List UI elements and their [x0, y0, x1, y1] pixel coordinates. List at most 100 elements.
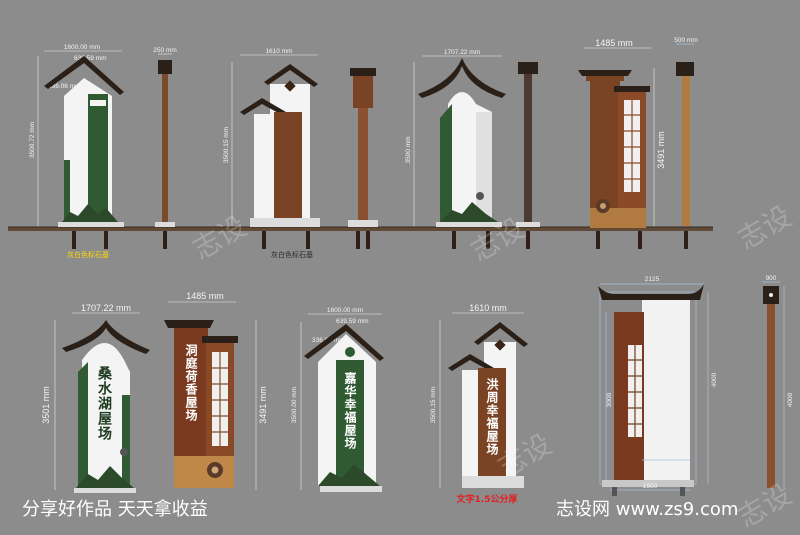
- cloud-ornament: [476, 192, 484, 200]
- top-sign-3: 1707.22 mm 3500 mm: [405, 49, 506, 249]
- inner-dimension: 639.59 mm: [336, 318, 369, 325]
- cap-roof: [578, 70, 632, 76]
- post: [767, 304, 775, 488]
- post-cap: [676, 62, 694, 76]
- curved-roof: [62, 320, 150, 354]
- footing-post: [306, 231, 310, 249]
- bottom-sign-4: 1610 mm 3500.15 mm 洪周幸福屋场 文字1.5公分厚: [430, 303, 528, 505]
- bottom-sign-2: 1485 mm 3491 mm 洞庭荷香屋场: [164, 291, 268, 490]
- width-dimension: 1707.22 mm: [444, 49, 480, 56]
- post-head: [353, 76, 373, 108]
- width-dimension: 1600.00 mm: [64, 44, 100, 51]
- footing-post: [638, 231, 642, 249]
- bottom-sign-1: 1707.22 mm 3501 mm 桑水湖屋场: [41, 303, 150, 493]
- green-strip-left: [78, 362, 88, 488]
- width-dimension: 1610 mm: [469, 303, 507, 313]
- height-dimension: 3491 mm: [258, 386, 268, 424]
- roof: [598, 284, 704, 300]
- footer-site: 志设网 www.zs9.com: [556, 499, 738, 520]
- footing-post: [366, 231, 370, 249]
- roof-dimension: 336.06 mm: [48, 83, 81, 90]
- stone-base: [436, 222, 502, 227]
- footing-leg: [612, 487, 617, 496]
- footing-post: [684, 231, 688, 249]
- roof: [304, 324, 384, 361]
- stone-base: [516, 222, 540, 227]
- white-panel: [82, 343, 130, 488]
- green-strip-right: [122, 395, 130, 488]
- footing-post: [452, 231, 456, 249]
- bottom-sign-3: 1600.00 mm 639.59 mm 336.06 mm 3500.00 m…: [291, 307, 384, 492]
- post: [524, 74, 532, 222]
- stone-base: [58, 222, 124, 227]
- width-dimension: 1610 mm: [265, 48, 292, 55]
- top-dimension: 500 mm: [674, 37, 697, 44]
- sign-title: 洪周幸福屋场: [485, 377, 499, 456]
- top-sign-2: 1610 mm 3500.15 mm 灰白色标石基: [223, 48, 320, 259]
- cloud-ornament: [120, 448, 128, 456]
- top-sign-1: 1600.00 mm 639.59 mm 336.06 mm 3500.72 m…: [29, 44, 124, 259]
- lattice-pattern: [624, 100, 640, 192]
- lattice-pattern: [212, 352, 228, 446]
- footing-post: [356, 231, 360, 249]
- height-dimension: 4000: [787, 392, 794, 407]
- post: [682, 76, 690, 226]
- inner-height-dimension: 3000: [606, 392, 613, 407]
- footing-post: [163, 231, 167, 249]
- post-cap: [158, 60, 172, 74]
- sign-title: 嘉华幸福屋场: [343, 371, 357, 450]
- footing-dimension: 1500: [643, 483, 658, 490]
- stone-base: [320, 486, 382, 492]
- brown-board: [478, 368, 506, 476]
- soil-strip: [8, 227, 713, 231]
- material-note: 文字1.5公分厚: [456, 493, 518, 505]
- concrete-base: [602, 480, 694, 487]
- width-dimension: 1485 mm: [186, 291, 224, 301]
- stone-base: [462, 476, 524, 488]
- mountain-ornament: [76, 466, 134, 488]
- height-dimension: 3500.15 mm: [430, 387, 437, 423]
- height-dimension: 3491 mm: [656, 131, 666, 169]
- cap-roof: [164, 320, 214, 328]
- top-side-view-4: 500 mm: [674, 37, 698, 249]
- brown-board: [274, 112, 302, 218]
- cap-beam: [586, 76, 624, 81]
- white-panel: [642, 300, 690, 480]
- frame-cap: [202, 336, 238, 343]
- post-cap: [350, 68, 376, 76]
- footer-slogan: 分享好作品 天天拿收益: [22, 498, 208, 520]
- height-dimension: 3500.00 mm: [291, 387, 298, 423]
- top-side-view-1: 250 mm: [153, 47, 177, 249]
- width-dimension: 1600.00 mm: [327, 307, 363, 314]
- stone-base: [250, 218, 320, 227]
- stone-base: [155, 222, 175, 227]
- mountain-ornament: [440, 202, 498, 222]
- roof: [44, 56, 124, 95]
- width-dimension: 1707.22 mm: [81, 303, 131, 313]
- diamond-ornament: [494, 339, 506, 351]
- width-dimension: 1485 mm: [595, 38, 633, 48]
- height-dimension: 3501 mm: [41, 386, 51, 424]
- lattice-pattern: [628, 345, 642, 437]
- cap-light: [769, 293, 773, 297]
- width-dimension: 2125: [645, 276, 660, 283]
- footing-post: [104, 231, 108, 249]
- post-cap: [518, 62, 538, 74]
- height-dimension: 4000: [711, 372, 718, 387]
- flower-center: [211, 466, 219, 474]
- wood-base: [174, 456, 234, 488]
- board-label-plate: [90, 100, 106, 106]
- stone-base: [348, 220, 378, 227]
- wood-base: [590, 208, 646, 228]
- green-strip: [440, 104, 452, 222]
- width-dimension: 900: [766, 275, 777, 282]
- top-dimension: 250 mm: [153, 47, 176, 54]
- top-side-view-3: [516, 62, 540, 249]
- height-dimension: 3500 mm: [405, 136, 412, 163]
- side-panel: [476, 112, 492, 222]
- height-dimension: 3500.72 mm: [29, 122, 36, 158]
- top-side-view-2: [348, 68, 378, 249]
- footing-post: [486, 231, 490, 249]
- bottom-structure-drawing: 2125 3000 4000 950 1500: [598, 276, 718, 496]
- footing-post: [262, 231, 266, 249]
